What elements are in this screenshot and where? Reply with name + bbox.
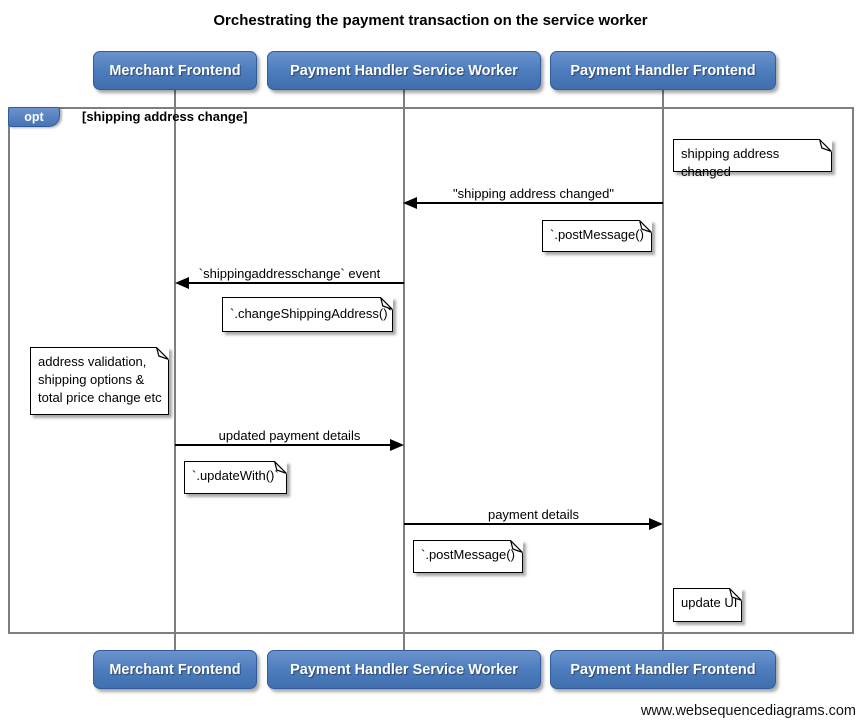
arrowhead-left-icon [175, 277, 189, 289]
note-text: `.changeShippingAddress()` [230, 306, 392, 321]
note: update UI [673, 587, 743, 622]
opt-operator-tab: opt [8, 107, 60, 127]
folded-corner-icon [639, 219, 653, 233]
note-text: update UI [681, 595, 738, 610]
actor-label: Payment Handler Frontend [570, 62, 756, 79]
note-text: `.updateWith()` [192, 468, 279, 483]
message-line [175, 444, 391, 446]
actor-bottom-payment-handler-service-worker: Payment Handler Service Worker [267, 650, 541, 689]
actor-label: Payment Handler Frontend [570, 661, 756, 678]
note: `.updateWith()` [184, 460, 288, 494]
message-label: payment details [487, 507, 580, 522]
watermark: www.websequencediagrams.com [640, 703, 856, 719]
lifeline-payment-handler-service-worker [403, 90, 405, 650]
note-text: shipping address changed [681, 146, 780, 179]
note-text: address validation, shipping options & t… [38, 354, 162, 405]
actor-top-merchant-frontend: Merchant Frontend [93, 51, 257, 90]
note: `.changeShippingAddress()` [222, 296, 394, 332]
actor-label: Payment Handler Service Worker [290, 62, 518, 79]
note-text: `.postMessage()` [421, 547, 520, 562]
arrowhead-right-icon [649, 518, 663, 530]
opt-frame [8, 107, 854, 634]
folded-corner-icon [274, 460, 288, 474]
arrowhead-left-icon [403, 197, 417, 209]
message-line [415, 202, 663, 204]
lifeline-merchant-frontend [174, 90, 176, 650]
note: `.postMessage()` [542, 219, 653, 252]
message-label: "shipping address changed" [452, 186, 614, 201]
folded-corner-icon [380, 296, 394, 310]
message-line [187, 282, 404, 284]
message-label: `shippingaddresschange` event [198, 266, 381, 281]
note-text: `.postMessage()` [550, 227, 649, 242]
lifeline-payment-handler-frontend [662, 90, 664, 650]
folded-corner-icon [819, 138, 833, 152]
actor-label: Merchant Frontend [109, 62, 241, 79]
folded-corner-icon [729, 587, 743, 601]
folded-corner-icon [510, 539, 524, 553]
message-label: updated payment details [218, 428, 361, 443]
opt-condition: [shipping address change] [82, 109, 248, 124]
diagram-title: Orchestrating the payment transaction on… [213, 12, 648, 29]
folded-corner-icon [156, 346, 170, 360]
note: shipping address changed [673, 138, 833, 179]
message-line [404, 523, 650, 525]
note: `.postMessage()` [413, 539, 524, 573]
actor-top-payment-handler-frontend: Payment Handler Frontend [550, 51, 776, 90]
actor-bottom-merchant-frontend: Merchant Frontend [93, 650, 257, 689]
actor-label: Merchant Frontend [109, 661, 241, 678]
arrowhead-right-icon [390, 439, 404, 451]
note: address validation, shipping options & t… [30, 346, 170, 415]
opt-operator-label: opt [24, 110, 44, 124]
actor-label: Payment Handler Service Worker [290, 661, 518, 678]
actor-top-payment-handler-service-worker: Payment Handler Service Worker [267, 51, 541, 90]
actor-bottom-payment-handler-frontend: Payment Handler Frontend [550, 650, 776, 689]
